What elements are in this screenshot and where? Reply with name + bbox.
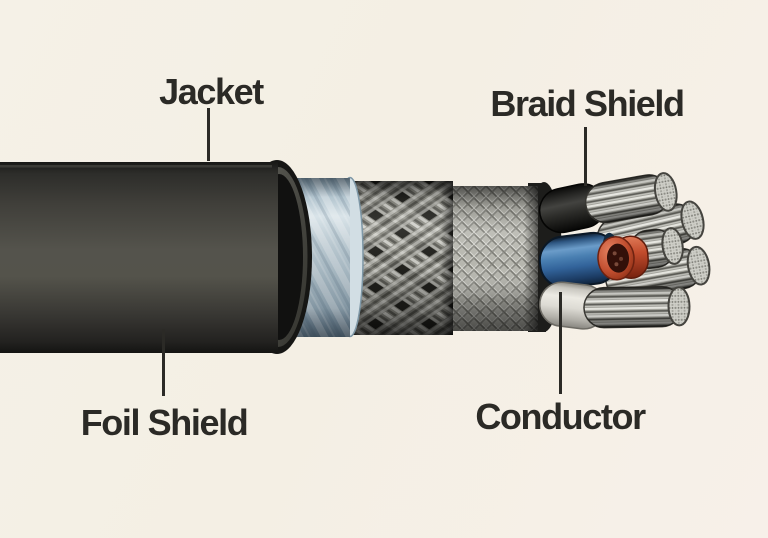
jacket-layer (0, 160, 312, 354)
label-conductor: Conductor (475, 396, 646, 437)
leader-line-foil-shield (162, 329, 165, 396)
conductor-strand (584, 172, 678, 224)
leader-line-conductor (559, 292, 562, 394)
leader-line-braid-shield (584, 127, 587, 186)
conductor-strand (583, 285, 691, 329)
wire-red (597, 235, 649, 281)
label-braid-shield: Braid Shield (490, 83, 685, 124)
braid-shield-layer (346, 181, 453, 335)
leader-line-jacket (207, 108, 210, 161)
label-foil-shield: Foil Shield (80, 402, 249, 443)
label-jacket: Jacket (159, 71, 264, 112)
foil-wrap-layer (446, 186, 538, 331)
